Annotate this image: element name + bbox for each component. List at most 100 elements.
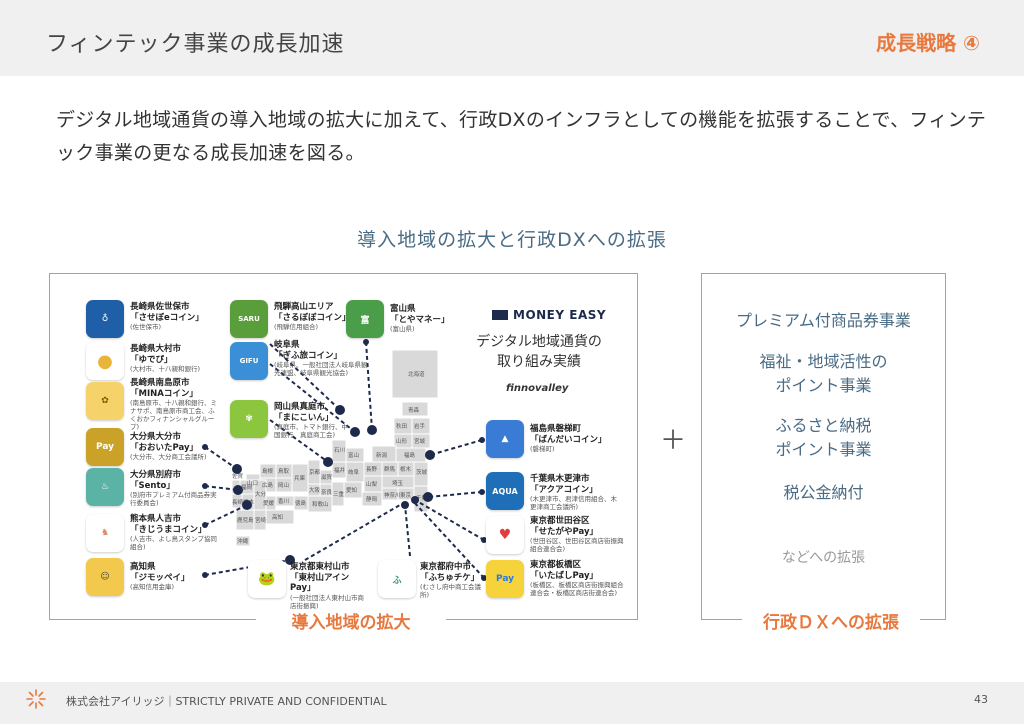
dot-kochi (202, 572, 208, 578)
entry-minamishimabara: 長崎県南島原市「MINAコイン」(南島原市、十八親和銀行、ミナサポ、南島原市商工… (130, 378, 218, 431)
kijiuma-coin-icon: ♞ (86, 514, 124, 552)
map-label-ehime: 愛媛 (263, 499, 275, 507)
dot-beppu (202, 483, 208, 489)
map-label-shimane: 島根 (262, 467, 274, 475)
map-label-iwate: 岩手 (414, 422, 426, 430)
map-label-oita: 大分 (255, 490, 267, 498)
map-label-tottori: 鳥取 (278, 467, 290, 475)
pin-fuchu (401, 501, 409, 509)
pin-beppu (233, 485, 243, 495)
jimoppay-icon: ☺ (86, 558, 124, 596)
connector-higashimurayama (304, 504, 401, 561)
map-label-tokyo: 東京 (400, 491, 412, 499)
map-shizuoka (361, 491, 383, 507)
dx-item-tax-payment: 税公金納付 (783, 483, 864, 502)
dx-item-premium-voucher: プレミアム付商品券事業 (736, 311, 911, 330)
section-tag: 成長戦略 ④ (876, 31, 980, 55)
map-label-miyazaki: 宮崎 (255, 516, 267, 524)
connector-maniwa (269, 419, 329, 463)
dot-itabashi (481, 575, 487, 581)
connector-bandai (429, 439, 483, 456)
entry-kisarazu: 千葉県木更津市「アクアコイン」(木更津市、君津信用組合、木更津商工会議所) (530, 474, 618, 511)
setagaya-pay-icon: ♥ (486, 516, 524, 554)
map-label-nagasaki: 長崎 (232, 498, 244, 506)
map-label-okayama: 岡山 (278, 481, 289, 489)
toyamoney-icon: 富 (346, 300, 384, 338)
moneyeasy-mark-icon (492, 310, 508, 320)
map-label-shiga: 滋賀 (321, 473, 333, 481)
regional-expansion-caption: 導入地域の拡大 (256, 608, 446, 633)
pin-hitoyoshi (242, 500, 252, 510)
oita-pay-icon: Pay (86, 428, 124, 466)
pin-oita (232, 464, 242, 474)
higashimurayama-pay-icon: 🐸 (248, 560, 286, 598)
intro-text: デジタル地域通貨の導入地域の拡大に加えて、行政DXのインフラとしての機能を拡張す… (56, 109, 987, 164)
entry-fuchu: 東京都府中市「ふちゅチケ」(むさし府中商工会議所) (420, 562, 482, 599)
map-hokkaido (391, 349, 439, 399)
pin-sarubobo (335, 405, 345, 415)
map-label-kagawa: 香川 (278, 497, 289, 505)
map-label-chiba: 千葉 (416, 494, 428, 502)
entry-itabashi: 東京都板橋区「いたばしPay」(板橋区、板橋区商店街振興組合連合会・板橋区商店街… (530, 560, 624, 597)
map-label-aomori: 青森 (408, 406, 420, 414)
bandai-coin-icon: ▲ (486, 420, 524, 458)
map-label-fukushima: 福島 (404, 451, 416, 459)
map-label-nagano: 長野 (366, 465, 378, 473)
japan-map: 北海道 青森 秋田 岩手 山形 宮城 福島 新潟 石川 富山 群馬 栃木 茨城 … (232, 349, 439, 547)
map-label-tokushima: 徳島 (295, 499, 307, 507)
sasebo-coin-icon: ♁ (86, 300, 124, 338)
map-label-niigata: 新潟 (376, 451, 388, 459)
entry-higashimurayama: 東京都東村山市「東村山アインPay」(一般社団法人東村山市商店街振興) (290, 562, 365, 610)
moneyeasy-logo: MONEY EASY (492, 308, 606, 322)
map-label-yamanashi: 山梨 (366, 480, 378, 488)
mina-coin-icon: ✿ (86, 382, 124, 420)
page-title: フィンテック事業の成長加速 (46, 32, 345, 57)
map-label-kochi: 高知 (272, 513, 283, 521)
map-label-saitama: 埼玉 (392, 479, 404, 487)
entry-beppu: 大分県別府市「Sento」(別府市プレミアム付商品券実行委員会) (130, 470, 217, 507)
pin-kochi (285, 555, 295, 565)
map-label-ishikawa: 石川 (334, 447, 345, 454)
dx-item-furusato-points: ふるさと納税 ポイント事業 (775, 416, 872, 459)
map-label-saga: 佐賀 (232, 472, 244, 480)
map-okinawa (235, 535, 251, 547)
footer-company: 株式会社アイリッジ｜STRICTLY PRIVATE AND CONFIDENT… (66, 695, 387, 708)
map-label-wakayama: 和歌山 (312, 500, 329, 508)
map-label-kagoshima: 鹿児島 (237, 516, 254, 524)
map-label-gunma: 群馬 (384, 465, 396, 473)
map-label-tochigi: 栃木 (400, 465, 412, 473)
dot-oita (202, 444, 208, 450)
map-label-yamaguchi: 山口 (247, 479, 258, 487)
map-label-hokkaido: 北海道 (408, 370, 425, 378)
connector-itabashi (411, 499, 485, 579)
company-logo-icon (26, 689, 46, 709)
map-label-hyogo: 兵庫 (294, 474, 306, 482)
dx-item-etc: などへの拡張 (781, 550, 866, 566)
entry-kochi: 高知県「ジモッペイ」(高知信用金庫) (130, 562, 190, 591)
map-label-kyoto: 京都 (309, 468, 321, 476)
map-label-toyama: 富山 (348, 451, 359, 459)
map-label-akita: 秋田 (396, 422, 407, 430)
header-bar (0, 0, 1024, 76)
yudepi-coin-icon: ● (86, 342, 124, 380)
entry-sasebo: 長崎県佐世保市「させぼeコイン」(佐世保市) (130, 302, 204, 331)
entry-setagaya: 東京都世田谷区「せたがやPay」(世田谷区、世田谷区商店街振興組合連合会) (530, 516, 624, 553)
pin-aqua (423, 492, 433, 502)
sento-icon: ♨ (86, 468, 124, 506)
map-label-miyagi: 宮城 (414, 437, 426, 445)
footer-bar (0, 682, 1024, 724)
connector-oita (204, 446, 238, 470)
map-label-yamagata: 山形 (396, 437, 408, 445)
entry-hitoyoshi: 熊本県人吉市「きじうまコイン」(人吉市、よし鳥スタンプ協同組合) (130, 514, 217, 551)
connector-fuchu (404, 504, 411, 557)
map-shimane (259, 463, 277, 479)
dot-toyama (363, 339, 369, 345)
map-kagoshima (235, 509, 255, 531)
pin-gifu (350, 427, 360, 437)
map-label-aichi: 愛知 (346, 486, 357, 494)
pin-bandai (425, 450, 435, 460)
sarubobo-coin-icon: SARU (230, 300, 268, 338)
digital-currency-title: デジタル地域通貨の取り組み実績 (476, 334, 602, 370)
dx-expansion-caption: 行政ＤＸへの拡張 (742, 608, 920, 633)
